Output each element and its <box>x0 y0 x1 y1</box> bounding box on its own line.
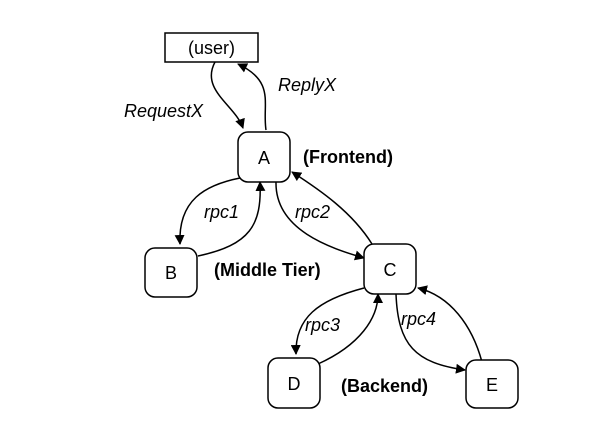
edge-label-rpc4: rpc4 <box>401 309 436 329</box>
node-b-label: B <box>165 263 177 283</box>
node-a: A <box>237 131 291 183</box>
edge-label-rpc1: rpc1 <box>204 202 239 222</box>
tier-label-middle: (Middle Tier) <box>214 260 321 280</box>
edge-rpc2-a-to-c <box>275 181 365 261</box>
edge-rpc2-c-to-a <box>291 171 373 245</box>
edge-reply-a-to-user <box>237 63 267 131</box>
edge-rpc3-d-to-c <box>317 293 383 365</box>
node-c-label: C <box>384 260 397 280</box>
node-d: D <box>267 357 321 409</box>
edge-label-request: RequestX <box>124 101 204 121</box>
edge-label-reply: ReplyX <box>278 75 337 95</box>
edge-request-user-to-a <box>210 61 245 129</box>
tier-label-backend: (Backend) <box>341 376 428 396</box>
tier-label-frontend: (Frontend) <box>303 147 393 167</box>
node-a-label: A <box>258 148 270 168</box>
node-d-label: D <box>288 374 301 394</box>
edge-rpc1-a-to-b <box>174 177 241 245</box>
edge-rpc3-c-to-d <box>290 287 365 355</box>
node-b: B <box>144 247 198 298</box>
node-c: C <box>363 243 417 295</box>
edge-rpc4-c-to-e <box>395 293 466 374</box>
edge-rpc4-e-to-c <box>417 285 483 363</box>
node-user: (user) <box>164 32 259 63</box>
edge-label-rpc3: rpc3 <box>305 315 340 335</box>
node-user-label: (user) <box>188 38 235 58</box>
edge-rpc1-b-to-a <box>197 181 266 257</box>
node-e: E <box>465 359 519 409</box>
edge-label-rpc2: rpc2 <box>295 202 330 222</box>
node-e-label: E <box>486 375 498 395</box>
